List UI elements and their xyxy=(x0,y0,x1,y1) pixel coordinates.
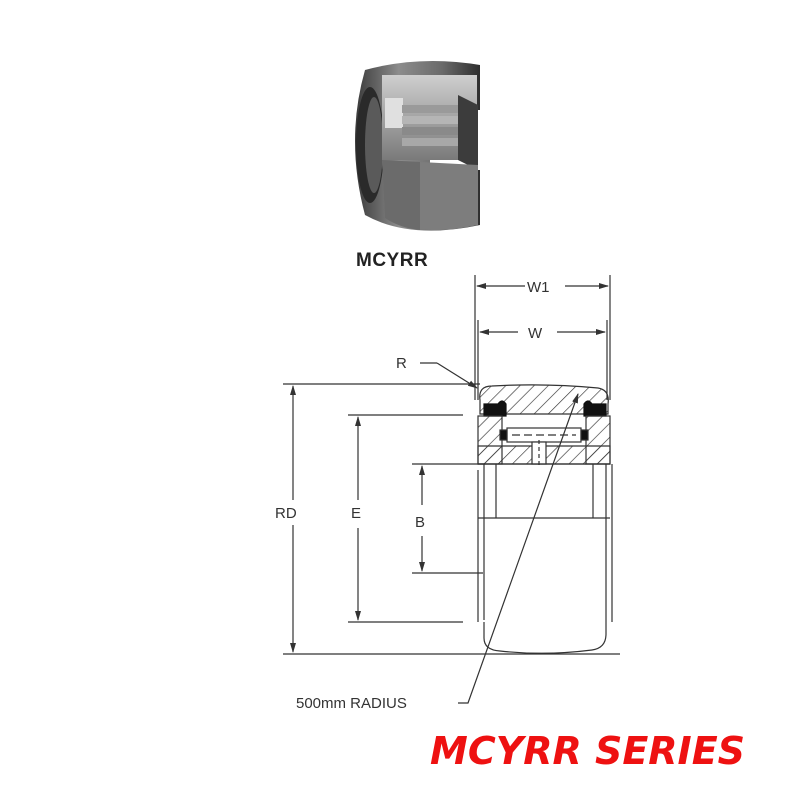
w1-dimension xyxy=(474,275,611,400)
w-dimension xyxy=(477,320,608,400)
bearing-section xyxy=(477,384,613,654)
b-dimension xyxy=(412,463,485,574)
bearing-cutaway-image xyxy=(355,61,480,231)
radius-note-label: 500mm RADIUS xyxy=(296,695,407,712)
e-dimension xyxy=(348,414,463,623)
series-title: MCYRR SERIES xyxy=(430,729,746,773)
b-label: B xyxy=(415,514,425,531)
rd-label: RD xyxy=(275,505,297,522)
e-label: E xyxy=(351,505,361,522)
product-photo xyxy=(340,40,490,240)
rd-dimension xyxy=(283,383,620,655)
r-label: R xyxy=(396,355,407,372)
w1-label: W1 xyxy=(527,279,550,296)
product-model-label: MCYRR xyxy=(356,250,429,271)
radius-leader xyxy=(458,393,579,704)
w-label: W xyxy=(528,325,543,342)
